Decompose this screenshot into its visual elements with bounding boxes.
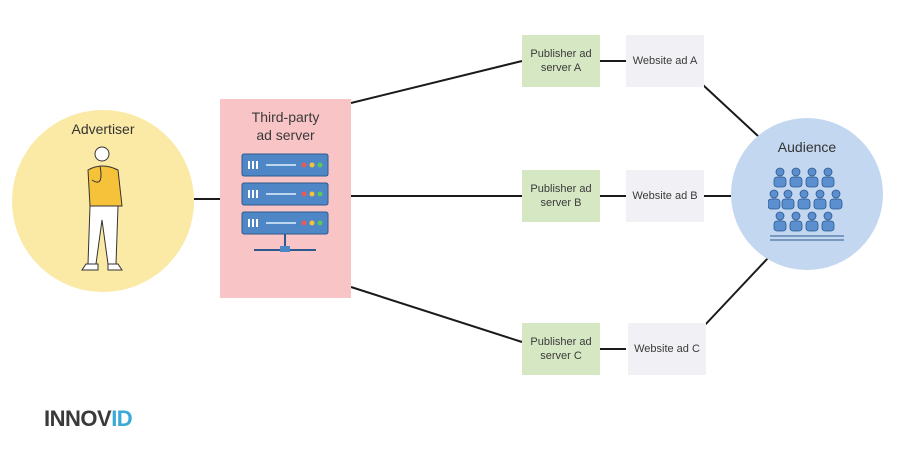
audience-label: Audience bbox=[777, 139, 837, 155]
line-server-pub-c bbox=[350, 286, 523, 343]
ad-server-label-line2: ad server bbox=[256, 127, 315, 143]
ad-server-label: Third-party ad server bbox=[220, 108, 351, 144]
publisher-c-line1: Publisher ad bbox=[530, 336, 592, 348]
logo-text-accent: ID bbox=[111, 406, 133, 431]
publisher-ad-server-b: Publisher ad server B bbox=[522, 170, 600, 222]
website-ad-b: Website ad B bbox=[626, 170, 704, 222]
innovid-logo: INNOVID bbox=[44, 406, 133, 432]
website-ad-a: Website ad A bbox=[626, 35, 704, 87]
publisher-a-line1: Publisher ad bbox=[530, 48, 592, 60]
line-web-a-audience bbox=[702, 84, 759, 137]
line-server-pub-a bbox=[350, 60, 523, 104]
publisher-b-line2: server B bbox=[540, 197, 582, 209]
publisher-ad-server-a: Publisher ad server A bbox=[522, 35, 600, 87]
publisher-ad-server-c: Publisher ad server C bbox=[522, 323, 600, 375]
person-thinking-icon bbox=[81, 146, 123, 271]
line-web-c-audience bbox=[703, 257, 769, 327]
logo-text-main: INNOV bbox=[44, 406, 112, 431]
ad-server-label-line1: Third-party bbox=[251, 109, 320, 125]
publisher-b-line1: Publisher ad bbox=[530, 183, 592, 195]
publisher-a-line2: server A bbox=[540, 62, 582, 74]
server-rack-icon bbox=[241, 153, 329, 252]
audience-crowd-icon bbox=[768, 167, 844, 241]
advertiser-label: Advertiser bbox=[71, 121, 135, 137]
website-ad-c: Website ad C bbox=[628, 323, 706, 375]
publisher-c-line2: server C bbox=[540, 350, 582, 362]
